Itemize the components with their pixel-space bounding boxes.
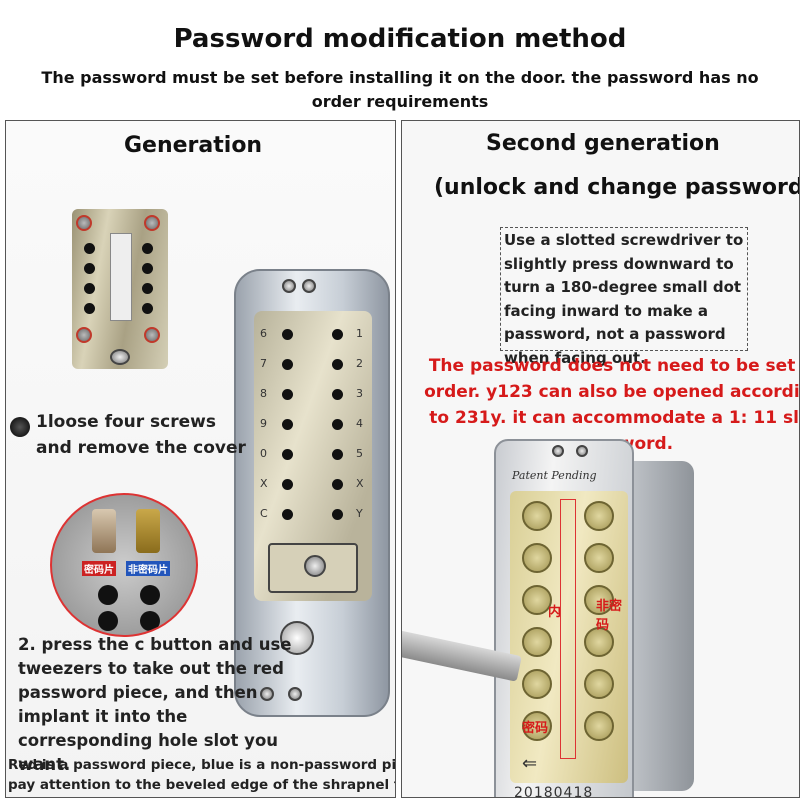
second-generation-panel: Second generation (unlock and change pas… [401,120,800,798]
bullet-icon [10,417,30,437]
step-2-text: 2. press the c button and use tweezers t… [18,635,292,774]
brand-text: Patent Pending [512,469,597,482]
keypad-face: 6 7 8 9 0 X C 1 2 3 4 5 X Y [254,311,372,601]
step-1-text: 1loose four screws and remove the cover [36,412,246,458]
page-subtitle: The password must be set before installi… [41,68,759,111]
non-password-piece-tag: 非密码片 [126,561,170,576]
password-piece-tag: 密码片 [82,561,116,576]
non-password-label: 非密码 [596,599,623,633]
handle-knob-icon [280,621,314,655]
screw-icon [76,327,92,343]
inner-label: 内 [548,605,562,620]
second-gen-lock-image: Patent Pending ⇐ 非密码 内 密码 20180418 [494,439,634,798]
screw-icon [260,687,274,701]
screw-icon [144,327,160,343]
password-piece-closeup: 密码片 非密码片 [50,493,198,637]
screw-icon [76,215,92,231]
password-label: 密码 [522,721,549,736]
screw-icon [282,279,296,293]
instruction-box [500,227,748,351]
slot-plate: ⇐ [510,491,628,783]
arrow-icon: ⇐ [522,753,538,774]
order-note: The password does not need to be set in … [424,356,800,454]
screw-icon [552,445,564,457]
lock-body-side [634,461,694,791]
screw-icon [576,445,588,457]
screw-icon [288,687,302,701]
second-generation-heading: Second generation [486,131,720,156]
serial-number: 20180418 [514,785,594,798]
first-generation-heading: Generation [124,133,263,158]
screwdriver-instruction: Use a slotted screwdriver to slightly pr… [504,231,744,367]
piece-color-note: Red is a password piece, blue is a non-p… [8,757,396,793]
sticker-label [110,233,132,321]
screw-icon [144,215,160,231]
c-button-housing [268,543,358,593]
cover-plate-image [72,209,168,369]
keypad-lock-image: 6 7 8 9 0 X C 1 2 3 4 5 X Y [234,269,390,717]
c-button-icon [304,555,326,577]
screw-icon [302,279,316,293]
first-generation-panel: Generation 6 7 8 9 0 X C 1 2 3 4 [5,120,396,798]
page-title: Password modification method [173,24,627,54]
second-generation-subheading: (unlock and change password) [434,175,800,200]
